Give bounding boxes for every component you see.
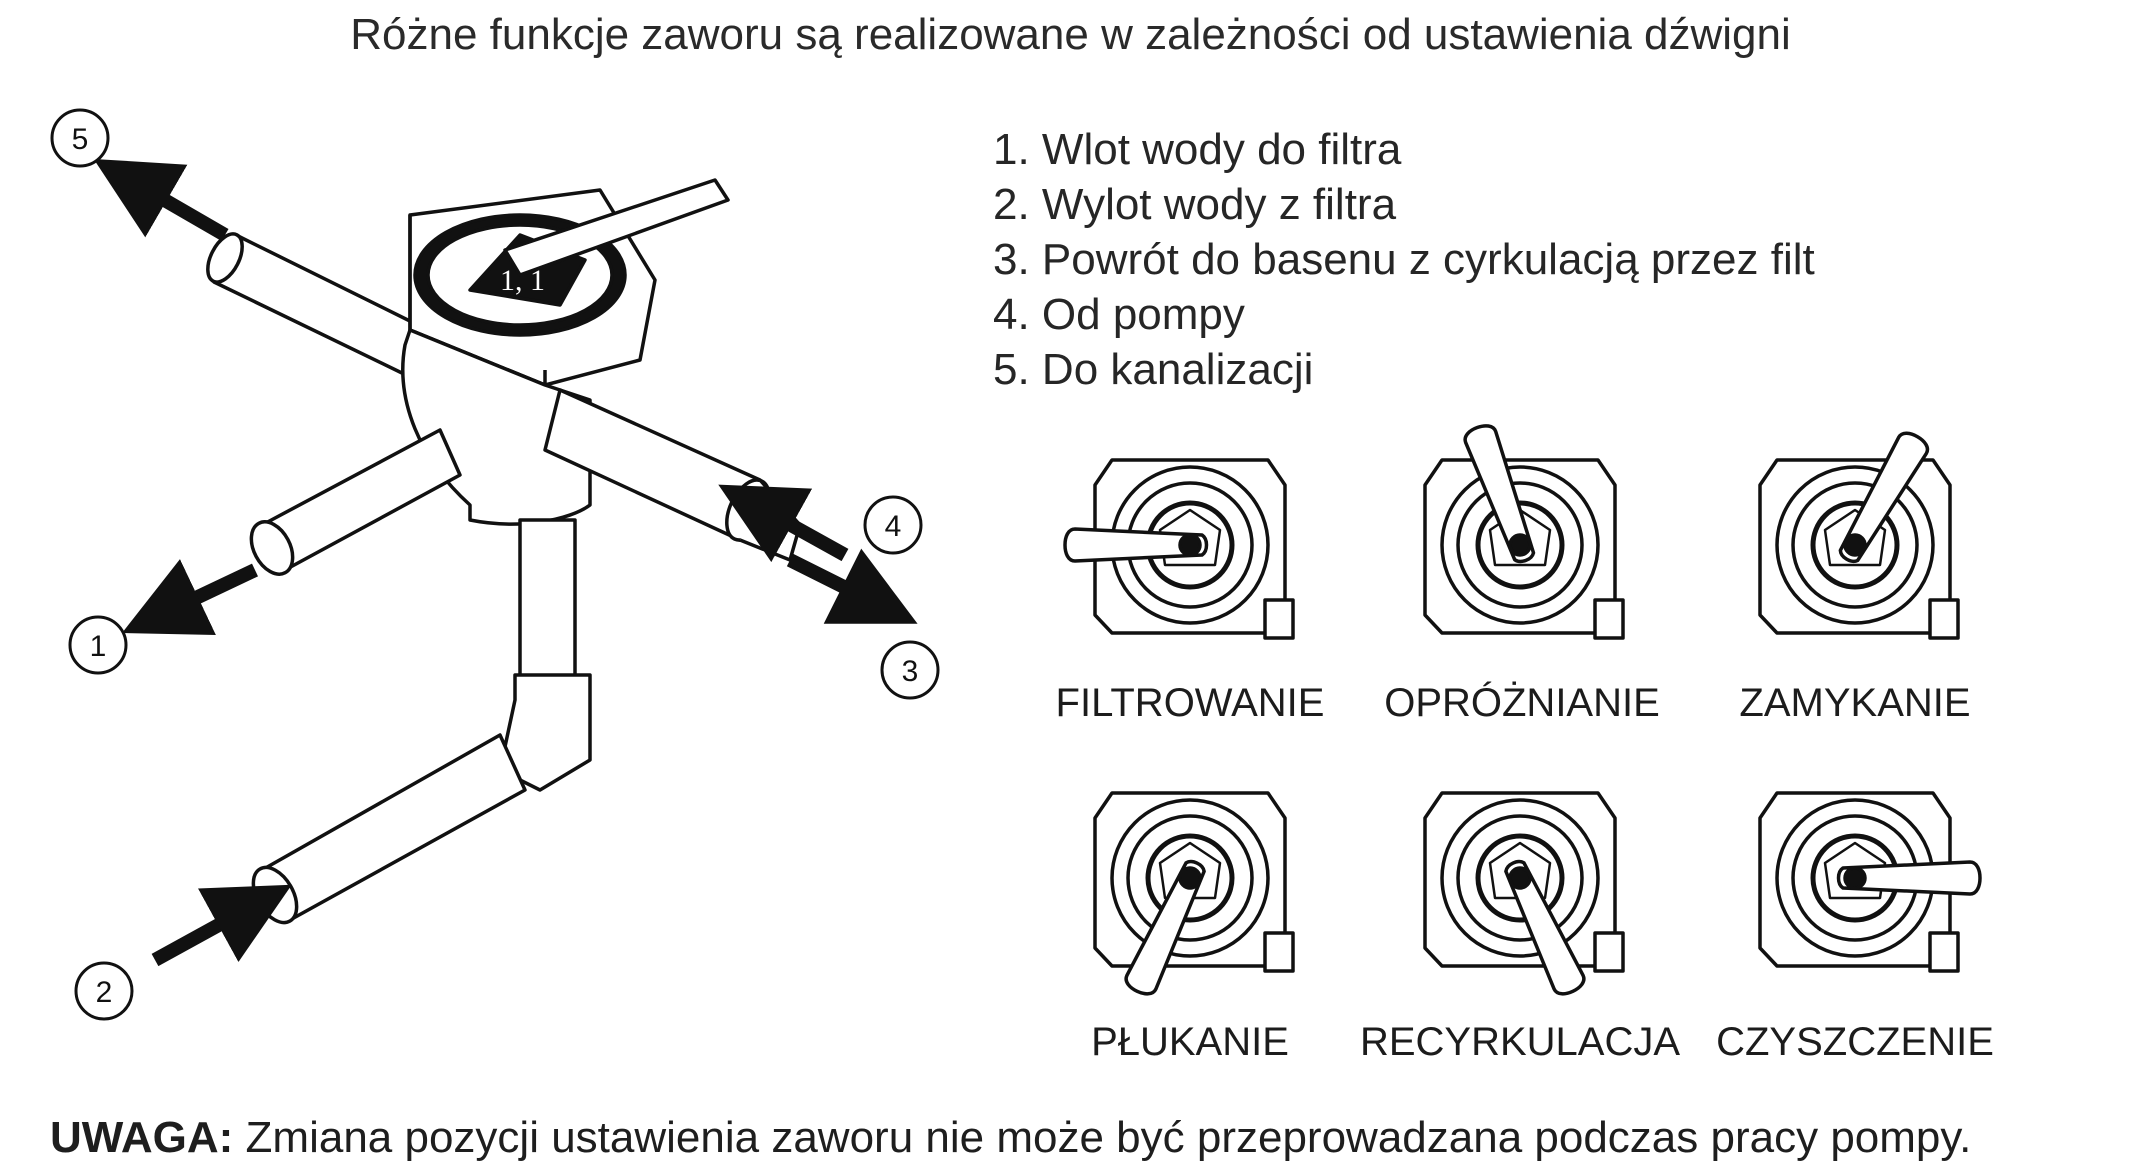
arrow-1 [122, 559, 258, 635]
arrow-5 [93, 158, 229, 242]
arrow-3 [786, 548, 918, 624]
svg-text:1: 1 [90, 630, 107, 663]
legend-item-3: 3. Powrót do basenu z cyrkulacją przez f… [993, 235, 1815, 284]
position-label-filtrowanie: FILTROWANIE [1055, 681, 1325, 725]
valve-position-icon-5 [1423, 791, 1625, 996]
position-label-plukanie: PŁUKANIE [1091, 1020, 1289, 1064]
svg-text:4: 4 [885, 510, 902, 543]
position-label-czyszczenie: CZYSZCZENIE [1716, 1020, 1994, 1064]
warning-text: Zmiana pozycji ustawienia zaworu nie moż… [245, 1113, 1972, 1162]
legend-list: 1. Wlot wody do filtra 2. Wylot wody z f… [993, 122, 1815, 397]
valve-position-icon-1 [1063, 458, 1295, 640]
legend-item-4: 4. Od pompy [993, 290, 1245, 339]
callout-2: 2 [74, 961, 134, 1021]
svg-text:3: 3 [902, 655, 919, 688]
legend-item-1: 1. Wlot wody do filtra [993, 125, 1402, 174]
valve-position-icon-4 [1093, 791, 1295, 996]
legend-item-2: 2. Wylot wody z filtra [993, 180, 1397, 229]
callout-3: 3 [880, 640, 940, 700]
svg-text:2: 2 [96, 976, 113, 1009]
callout-5: 5 [50, 108, 110, 168]
page-title: Różne funkcje zaworu są realizowane w za… [350, 10, 1791, 59]
valve-position-icon-2 [1423, 424, 1625, 640]
valve-assembly-drawing: 1, 1 5 1 2 4 3 [50, 108, 940, 1021]
warning-note: UWAGA: Zmiana pozycji ustawienia zaworu … [50, 1113, 1971, 1163]
position-label-recyrkulacja: RECYRKULACJA [1359, 1020, 1681, 1064]
legend-item-5: 5. Do kanalizacji [993, 345, 1314, 394]
valve-position-icon-3 [1758, 431, 1960, 640]
arrow-4 [718, 484, 849, 563]
position-label-oprozniane: OPRÓŻNIANIE [1384, 681, 1660, 725]
callout-1: 1 [68, 615, 128, 675]
callout-4: 4 [863, 495, 923, 555]
pipe-5 [212, 233, 426, 376]
arrow-2 [151, 884, 292, 967]
position-label-zamykanie: ZAMYKANIE [1739, 681, 1971, 725]
svg-text:5: 5 [72, 123, 89, 156]
valve-lever [503, 178, 730, 277]
warning-label: UWAGA: [50, 1113, 234, 1162]
pipe-2-vertical [518, 518, 577, 682]
pipe-2 [260, 733, 527, 922]
valve-position-icon-6 [1758, 791, 1982, 973]
